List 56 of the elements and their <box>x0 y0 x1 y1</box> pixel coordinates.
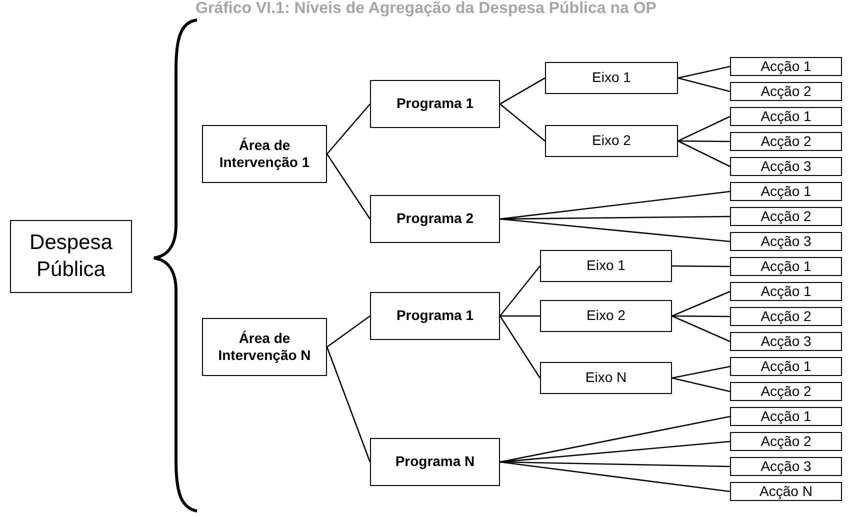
area-box: Área de Intervenção 1 <box>202 125 327 183</box>
connector-line <box>672 290 730 317</box>
axis-box: Eixo 1 <box>540 250 672 282</box>
connector-line <box>672 366 730 379</box>
area-box: Área de Intervenção N <box>202 318 327 376</box>
connector-line <box>500 440 730 463</box>
connector-line <box>678 77 730 92</box>
action-box: Acção 3 <box>730 157 842 176</box>
action-box: Acção 2 <box>730 82 842 101</box>
program-box: Programa N <box>370 438 500 486</box>
action-box: Acção N <box>730 482 842 501</box>
action-box: Acção 2 <box>730 132 842 151</box>
connector-line <box>326 315 370 348</box>
action-box: Acção 1 <box>730 107 842 126</box>
axis-box: Eixo 1 <box>545 62 678 94</box>
connector-line <box>500 416 730 463</box>
program-box: Programa 1 <box>370 80 500 128</box>
action-box: Acção 1 <box>730 282 842 301</box>
program-box: Programa 2 <box>370 195 500 243</box>
connector-line <box>678 66 730 79</box>
action-box: Acção 2 <box>730 382 842 401</box>
action-box: Acção 2 <box>730 207 842 226</box>
chart-title: Gráfico VI.1: Níveis de Agregação da Despesa Pública na OP <box>194 0 658 18</box>
action-box: Acção 3 <box>730 332 842 351</box>
axis-box: Eixo 2 <box>545 125 678 157</box>
program-box: Programa 1 <box>370 292 500 340</box>
connector-line <box>326 346 371 462</box>
connector-line <box>500 218 730 242</box>
action-box: Acção 1 <box>730 407 842 426</box>
connector-line <box>500 77 546 105</box>
action-box: Acção 1 <box>730 257 842 276</box>
connector-line <box>672 377 730 392</box>
action-box: Acção 1 <box>730 57 842 76</box>
connector-line <box>672 265 730 268</box>
action-box: Acção 1 <box>730 182 842 201</box>
connector-line <box>678 140 730 168</box>
connector-line <box>500 190 730 220</box>
connector-line <box>672 315 730 318</box>
connector-line <box>499 316 541 378</box>
action-box: Acção 2 <box>730 432 842 451</box>
connector-line <box>500 104 546 142</box>
connector-line <box>500 461 730 492</box>
root-box: Despesa Pública <box>10 220 132 293</box>
action-box: Acção 3 <box>730 457 842 476</box>
action-box: Acção 2 <box>730 307 842 326</box>
action-box: Acção 3 <box>730 232 842 251</box>
connector-line <box>500 266 540 316</box>
connector-line <box>326 104 370 154</box>
connector-line <box>672 315 730 342</box>
connector-line <box>500 315 540 317</box>
axis-box: Eixo N <box>540 362 672 394</box>
axis-box: Eixo 2 <box>540 300 672 332</box>
connector-line <box>678 140 730 142</box>
connector-line <box>326 154 371 220</box>
connector-line <box>678 116 730 142</box>
action-box: Acção 1 <box>730 357 842 376</box>
